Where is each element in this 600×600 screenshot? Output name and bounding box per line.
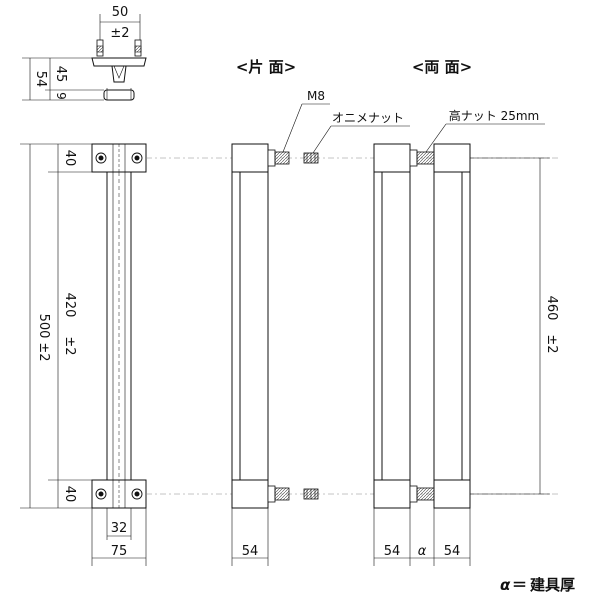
footnote-alpha: α: [500, 576, 511, 594]
one-side-view: [146, 103, 560, 566]
front-view: [20, 143, 147, 566]
front-top-label: 40: [62, 150, 77, 167]
footnote: α ＝ 建具厚: [500, 576, 575, 594]
top-width-label: 50: [112, 5, 129, 20]
both-height-tolerance: ±2: [544, 334, 559, 353]
front-total-tolerance: ±2: [36, 342, 51, 361]
front-width-label: 75: [111, 544, 128, 559]
onie-nut-callout: オニメナット: [332, 111, 404, 125]
both-depth-left-label: 54: [384, 544, 401, 559]
top-h54-label: 54: [33, 71, 48, 88]
front-total-label: 500: [36, 314, 51, 339]
m8-callout: M8: [307, 89, 325, 103]
top-view: [22, 14, 147, 101]
one-side-header: <片 面>: [236, 58, 296, 76]
top-h45-label: 45: [53, 66, 68, 83]
footnote-equals: ＝: [512, 576, 527, 594]
both-height-label: 460: [544, 296, 559, 321]
both-depth-right-label: 54: [444, 544, 461, 559]
both-sides-view: [373, 123, 550, 566]
front-mid-tolerance: ±2: [62, 336, 77, 355]
top-width-tolerance: ±2: [110, 26, 129, 41]
both-sides-header: <両 面>: [412, 58, 472, 76]
tall-nut-callout: 高ナット 25mm: [449, 108, 539, 123]
front-inner-width-label: 32: [111, 521, 128, 536]
front-bottom-label: 40: [62, 486, 77, 503]
front-mid-label: 420: [62, 293, 77, 318]
both-alpha-label: α: [418, 544, 427, 559]
one-side-depth-label: 54: [242, 544, 259, 559]
top-h9-label: 9: [54, 92, 68, 100]
footnote-text: 建具厚: [530, 576, 575, 594]
